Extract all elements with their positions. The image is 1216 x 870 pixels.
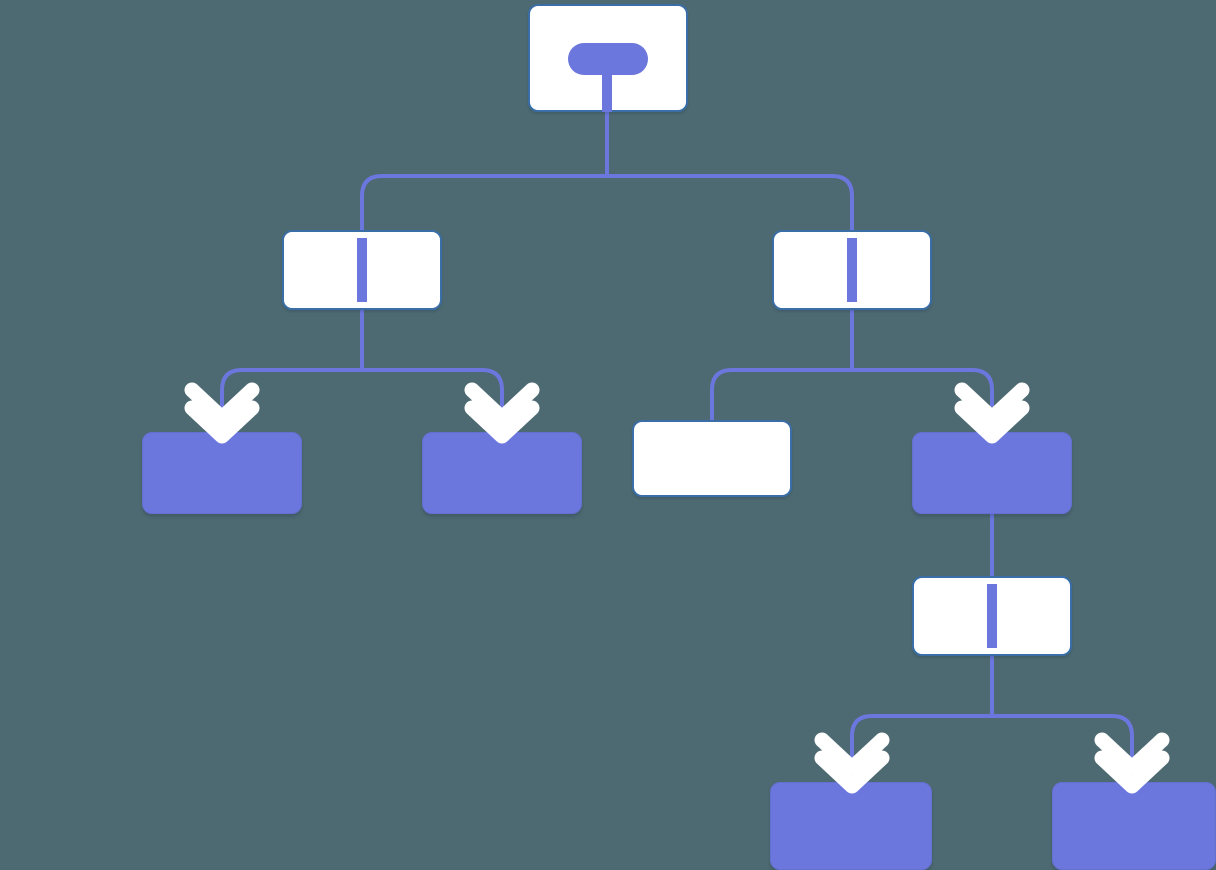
node-content-bar-n7: [987, 584, 997, 648]
tree-node-n9[interactable]: [1052, 782, 1216, 870]
tree-node-n5[interactable]: [632, 420, 792, 497]
node-content-bar-n0: [602, 75, 612, 112]
tree-node-n3[interactable]: [142, 432, 302, 514]
node-content-bar-n1: [357, 238, 367, 302]
tree-node-n8[interactable]: [770, 782, 932, 870]
node-content-bar-n2: [847, 238, 857, 302]
node-content-pill-n0: [568, 43, 648, 75]
tree-node-n4[interactable]: [422, 432, 582, 514]
tree-node-n6[interactable]: [912, 432, 1072, 514]
